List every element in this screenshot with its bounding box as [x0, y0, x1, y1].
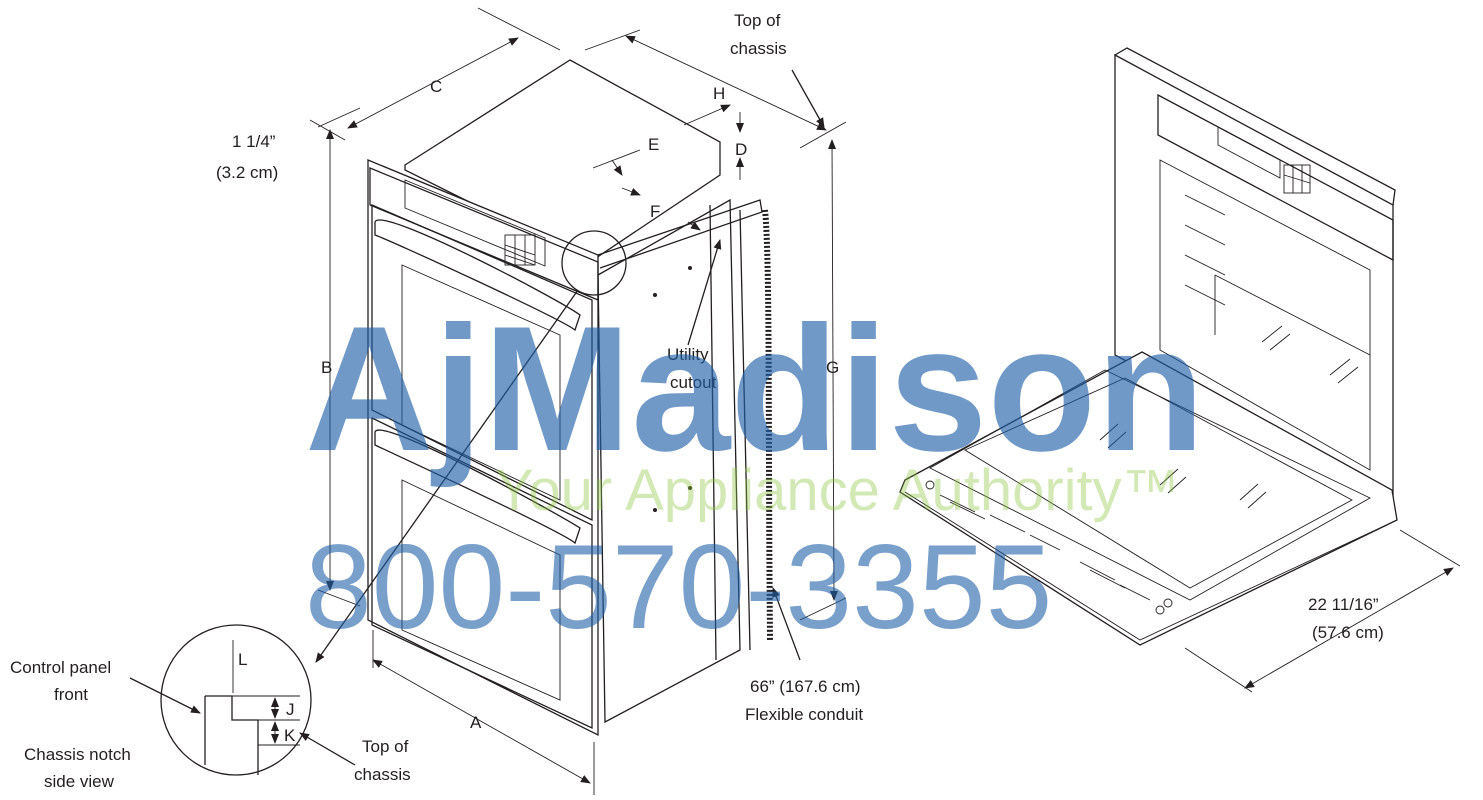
- label-top-of-chassis-lower-1: Top of: [362, 737, 409, 756]
- label-conduit-1: 66” (167.6 cm): [750, 677, 861, 696]
- label-1-1-4-cm: (3.2 cm): [216, 163, 278, 182]
- label-a: A: [470, 713, 482, 732]
- dimension-labels: 1 1/4” (3.2 cm) C B A E F H D G Top of c…: [10, 11, 1384, 791]
- label-c: C: [430, 77, 442, 96]
- label-g: G: [826, 358, 839, 377]
- label-chassis-notch-2: side view: [44, 772, 115, 791]
- chassis-notch-detail: [129, 624, 356, 776]
- label-top-of-chassis-upper-2: chassis: [730, 39, 787, 58]
- watermark-brand: AjMadison: [305, 289, 1205, 488]
- watermark-phone: 800-570-3355: [305, 520, 1052, 654]
- label-h: H: [713, 84, 725, 103]
- label-d: D: [735, 140, 747, 159]
- keypad-icon: [504, 234, 536, 266]
- label-top-of-chassis-upper-1: Top of: [734, 11, 781, 30]
- label-1-1-4: 1 1/4”: [232, 132, 276, 151]
- label-control-panel-front-1: Control panel: [10, 658, 111, 677]
- label-e: E: [648, 135, 659, 154]
- label-depth-open: 22 11/16”: [1308, 595, 1379, 614]
- label-k: K: [284, 726, 296, 745]
- label-utility-cutout-2: cutout: [670, 373, 717, 392]
- flexible-conduit: [762, 209, 773, 641]
- label-l: L: [238, 650, 247, 669]
- watermark: AjMadison Your Appliance Authority™ 800-…: [305, 289, 1205, 654]
- depth-dimension: [1184, 529, 1461, 693]
- keypad-icon: [1283, 164, 1311, 194]
- label-j: J: [286, 700, 295, 719]
- label-f: F: [650, 202, 660, 221]
- watermark-tagline: Your Appliance Authority™: [495, 458, 1180, 523]
- double-wall-oven-drawing: [367, 59, 773, 737]
- label-chassis-notch-1: Chassis notch: [24, 745, 131, 764]
- label-control-panel-front-2: front: [54, 685, 88, 704]
- label-conduit-2: Flexible conduit: [745, 705, 863, 724]
- label-utility-cutout-1: Utility: [667, 345, 709, 364]
- label-depth-open-cm: (57.6 cm): [1312, 623, 1384, 642]
- dimension-lines: [309, 7, 847, 795]
- label-b: B: [321, 358, 332, 377]
- label-top-of-chassis-lower-2: chassis: [354, 765, 411, 784]
- detail-callout-circle: [561, 230, 627, 296]
